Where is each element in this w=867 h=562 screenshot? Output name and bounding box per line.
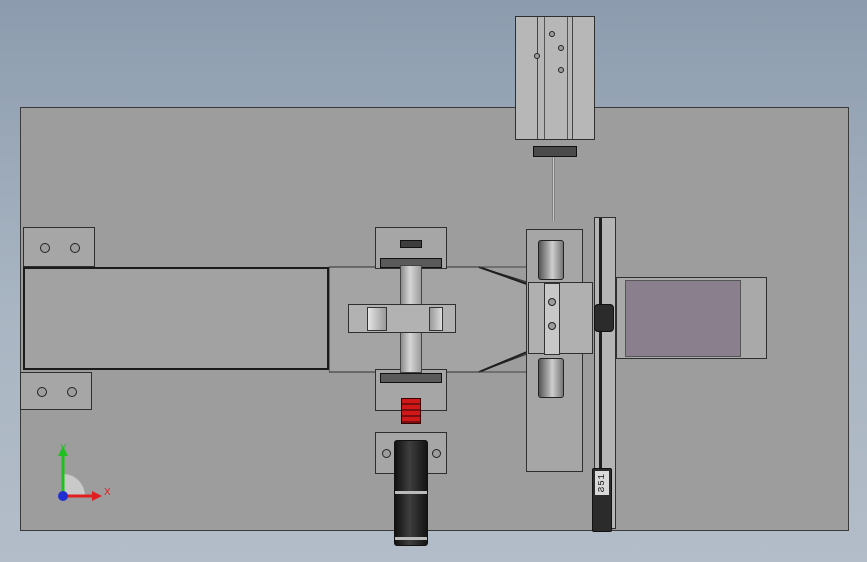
actuator-rod-clamp[interactable] — [533, 146, 577, 157]
z-axis-dot — [58, 491, 68, 501]
needle-rod — [552, 157, 555, 221]
bolt-hole — [70, 243, 80, 253]
motor-band — [395, 537, 427, 540]
sample-film[interactable] — [625, 280, 741, 357]
screw-hole — [558, 45, 564, 51]
clamp-insert — [429, 307, 443, 331]
y-axis-arrow — [58, 446, 68, 456]
sensor-column[interactable] — [544, 283, 560, 355]
actuator-inner — [544, 17, 568, 139]
triad-y-label: Y — [60, 443, 67, 454]
motor-label-text: Ϩ51 — [597, 473, 607, 493]
triad-x-label: X — [104, 487, 111, 498]
long-slab[interactable] — [23, 267, 329, 370]
label-plate: Ϩ51 — [595, 471, 609, 495]
rail-clamp[interactable] — [594, 304, 614, 332]
shaft-coupling[interactable] — [401, 398, 421, 424]
motor-band — [395, 491, 427, 494]
motor-body[interactable] — [394, 440, 428, 546]
label-motor[interactable]: Ϩ51 — [592, 468, 612, 532]
sensor-dot — [548, 322, 556, 330]
screw-hole — [534, 53, 540, 59]
left-bracket-top[interactable] — [23, 227, 95, 267]
bolt-hole — [37, 387, 47, 397]
bolt-hole — [382, 449, 391, 458]
vertical-rail[interactable] — [594, 217, 616, 529]
coordinate-triad — [58, 446, 102, 501]
pinch-roller-bottom[interactable] — [538, 358, 564, 398]
pinch-roller-top[interactable] — [538, 240, 564, 280]
left-bracket-bottom[interactable] — [20, 372, 92, 410]
bolt-hole — [432, 449, 441, 458]
bearing-cap-bottom — [380, 373, 442, 383]
actuator-slide-left — [528, 17, 538, 139]
screw-hole — [558, 67, 564, 73]
rail-track — [599, 218, 602, 528]
bolt-hole — [40, 243, 50, 253]
bolt-hole — [67, 387, 77, 397]
flange-nut-top — [400, 240, 422, 248]
roller-clamp[interactable] — [348, 304, 456, 333]
carrier-inner — [528, 282, 593, 354]
sensor-dot — [548, 298, 556, 306]
clamp-insert — [367, 307, 387, 331]
triad-arc — [63, 474, 85, 496]
top-actuator-body[interactable] — [515, 16, 595, 140]
x-axis-arrow — [92, 491, 102, 501]
actuator-slide-right — [572, 17, 582, 139]
screw-hole — [549, 31, 555, 37]
